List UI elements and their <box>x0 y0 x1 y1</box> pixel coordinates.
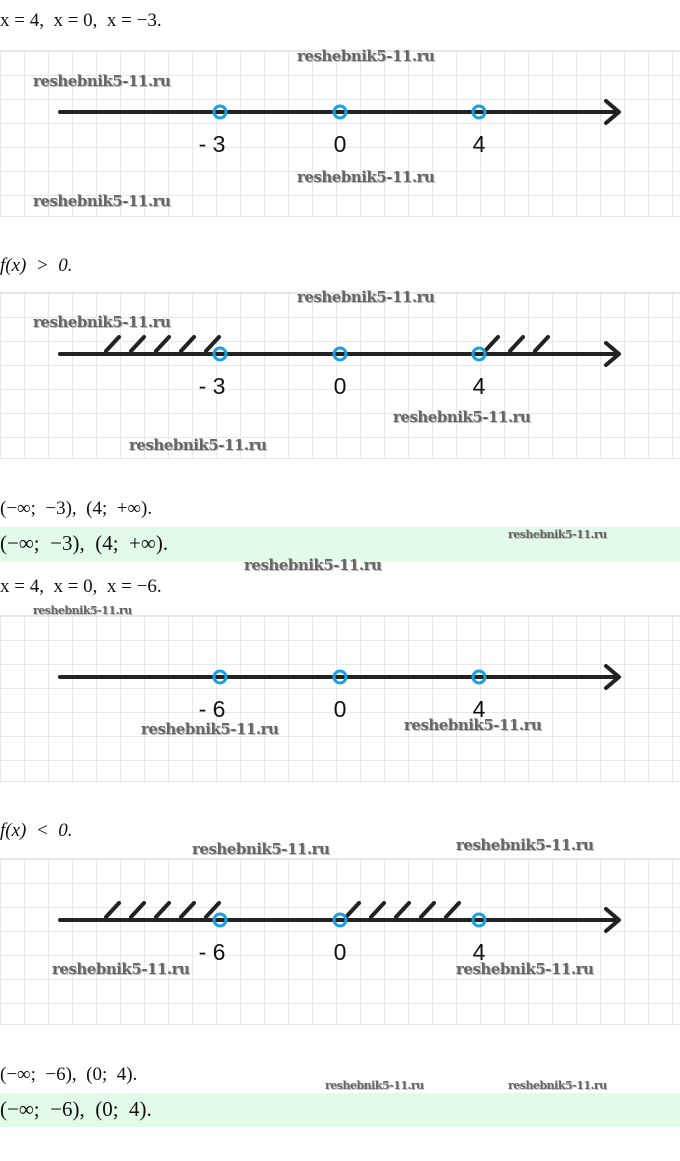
arrow-head-icon <box>604 341 621 367</box>
watermark: reshebnik5-11.ru <box>244 556 382 574</box>
watermark: reshebnik5-11.ru <box>393 408 531 426</box>
tick-label: 0 <box>334 939 347 965</box>
watermark: reshebnik5-11.ru <box>297 168 435 186</box>
open-point <box>332 104 348 120</box>
watermark: reshebnik5-11.ru <box>456 960 594 978</box>
watermark: reshebnik5-11.ru <box>508 528 607 541</box>
answer-line-2: (−∞; −6), (0; 4). <box>0 1064 138 1085</box>
number-line-svg: - 6 0 4 <box>58 664 621 722</box>
number-line-svg: - 3 0 4 <box>58 99 621 157</box>
watermark: reshebnik5-11.ru <box>508 1079 607 1092</box>
hatch-mark <box>394 901 411 919</box>
hatch-mark <box>204 335 221 353</box>
open-point <box>212 669 228 685</box>
hatch-mark <box>129 335 146 353</box>
watermark: reshebnik5-11.ru <box>33 604 132 617</box>
answer-line-1: (−∞; −3), (4; +∞). <box>0 498 153 519</box>
watermark: reshebnik5-11.ru <box>141 720 279 738</box>
hatch-mark <box>179 901 196 919</box>
watermark: reshebnik5-11.ru <box>33 192 171 210</box>
hatch-mark <box>533 335 550 353</box>
tick-label: 4 <box>473 939 486 965</box>
roots-line-1: x = 4, x = 0, x = −3. <box>0 10 162 31</box>
open-point <box>332 346 348 362</box>
hatch-mark <box>129 901 146 919</box>
arrow-head-icon <box>604 664 621 690</box>
answer-highlight-1: (−∞; −3), (4; +∞). <box>0 527 680 561</box>
open-point <box>471 669 487 685</box>
watermark: reshebnik5-11.ru <box>33 313 171 331</box>
tick-label: 0 <box>334 373 347 399</box>
hatch-mark <box>444 901 461 919</box>
tick-label: 4 <box>473 373 486 399</box>
watermark: reshebnik5-11.ru <box>325 1079 424 1092</box>
watermark: reshebnik5-11.ru <box>297 47 435 65</box>
answer-highlight-2: (−∞; −6), (0; 4). <box>0 1093 680 1127</box>
watermark: reshebnik5-11.ru <box>297 288 435 306</box>
hatch-mark <box>154 335 171 353</box>
number-line-svg: - 3 0 4 <box>58 335 621 399</box>
open-point <box>212 346 228 362</box>
answer-highlight-text: (−∞; −3), (4; +∞). <box>0 531 169 555</box>
open-point <box>212 104 228 120</box>
watermark: reshebnik5-11.ru <box>404 716 542 734</box>
watermark: reshebnik5-11.ru <box>33 72 171 90</box>
hatch-mark <box>104 901 121 919</box>
tick-label: 4 <box>473 131 486 157</box>
number-line-svg: - 6 0 4 <box>58 901 621 965</box>
open-point <box>212 912 228 928</box>
number-line-2: - 3 0 4 <box>0 292 680 459</box>
condition-line-2: f(x) < 0. <box>0 820 73 841</box>
hatch-mark <box>179 335 196 353</box>
tick-label: 4 <box>473 696 486 722</box>
number-line-1: - 3 0 4 <box>0 50 680 217</box>
hatch-mark <box>344 901 361 919</box>
hatch-mark <box>204 901 221 919</box>
open-point <box>471 346 487 362</box>
open-point <box>471 912 487 928</box>
hatch-mark <box>104 335 121 353</box>
arrow-head-icon <box>604 907 621 933</box>
hatch-mark <box>419 901 436 919</box>
watermark: reshebnik5-11.ru <box>129 436 267 454</box>
hatch-mark <box>483 335 500 353</box>
answer-highlight-text: (−∞; −6), (0; 4). <box>0 1097 152 1121</box>
hatch-mark <box>369 901 386 919</box>
number-line-4: - 6 0 4 <box>0 858 680 1025</box>
number-line-3: - 6 0 4 <box>0 615 680 782</box>
watermark: reshebnik5-11.ru <box>456 836 594 854</box>
hatch-mark <box>154 901 171 919</box>
tick-label: 0 <box>334 696 347 722</box>
condition-line-1: f(x) > 0. <box>0 255 73 276</box>
open-point <box>471 104 487 120</box>
tick-label: - 6 <box>199 696 226 722</box>
watermark: reshebnik5-11.ru <box>52 960 190 978</box>
tick-label: - 3 <box>199 373 226 399</box>
tick-label: 0 <box>334 131 347 157</box>
tick-label: - 6 <box>199 939 226 965</box>
hatch-mark <box>508 335 525 353</box>
watermark: reshebnik5-11.ru <box>192 840 330 858</box>
roots-line-2: x = 4, x = 0, x = −6. <box>0 576 162 597</box>
open-point <box>332 669 348 685</box>
tick-label: - 3 <box>199 131 226 157</box>
arrow-head-icon <box>604 99 621 125</box>
open-point <box>332 912 348 928</box>
